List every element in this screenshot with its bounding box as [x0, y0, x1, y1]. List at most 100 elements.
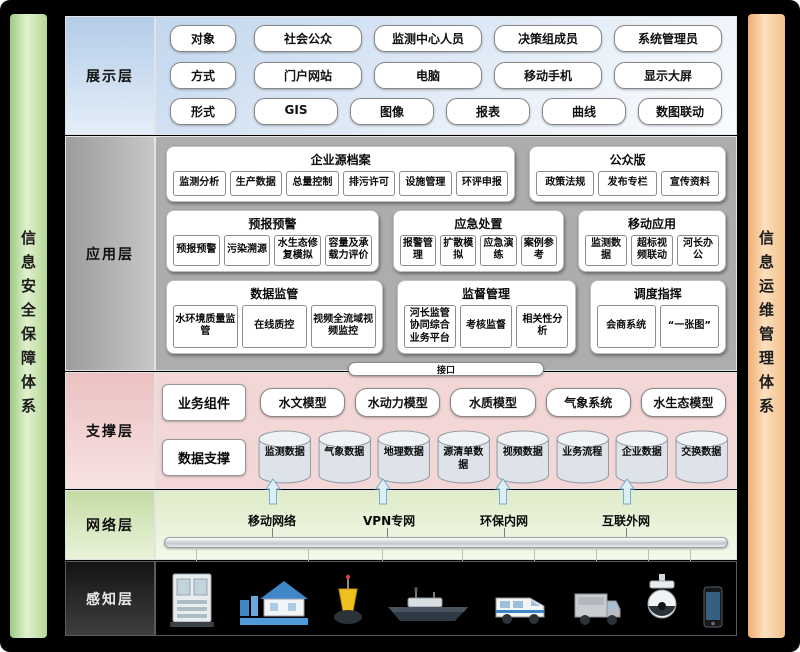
presentation-item: 曲线	[542, 98, 626, 125]
database-cylinder-icon	[316, 428, 374, 486]
database-cylinder-icon	[375, 428, 433, 486]
application-panel: 预报预警预报预警污染溯源水生态修复模拟容量及承载力评价	[166, 209, 379, 272]
database-cylinder-icon	[256, 428, 314, 486]
database-label: 业务流程	[562, 447, 603, 459]
network-tick	[626, 528, 627, 537]
up-arrow-icon	[495, 478, 511, 505]
application-item: 相关性分析	[516, 304, 569, 348]
database-cylinder: 交换数据	[673, 428, 731, 486]
layer-label-presentation: 展示层	[65, 16, 155, 135]
business-components-head: 业务组件	[162, 384, 246, 422]
network-tick	[504, 528, 505, 537]
panel-title: 数据监管	[250, 286, 299, 301]
presentation-content: 对象社会公众监测中心人员决策组成员系统管理员方式门户网站电脑移动手机显示大屏形式…	[155, 16, 737, 135]
panel-title: 预报预警	[248, 216, 297, 231]
data-support-head: 数据支撑	[162, 438, 246, 476]
unmanned-boat-image	[386, 586, 470, 628]
database-cylinder: 气象数据	[316, 428, 374, 486]
support-layer: 支撑层 业务组件 水文模型水动力模型水质模型气象系统水生态模型 数据支撑 监测数…	[65, 372, 737, 489]
database-cylinder-icon	[554, 428, 612, 486]
application-panel-row: 企业源档案监测分析生产数据总量控制排污许可设施管理环评申报公众版政策法规发布专栏…	[166, 146, 726, 202]
database-label: 视频数据	[502, 447, 543, 459]
panel-items: 监测分析生产数据总量控制排污许可设施管理环评申报	[173, 171, 509, 196]
presentation-item: 系统管理员	[614, 25, 722, 52]
row-head-pill: 形式	[170, 98, 236, 125]
layer-label-perception: 感知层	[65, 561, 155, 636]
application-panel: 公众版政策法规发布专栏宣传资料	[529, 146, 726, 202]
panel-items: 预报预警污染溯源水生态修复模拟容量及承载力评价	[173, 234, 372, 266]
application-item: 环评申报	[455, 171, 509, 196]
connector-line	[534, 547, 535, 561]
application-item: 超标视频联动	[630, 234, 673, 266]
up-arrow-icon	[619, 478, 635, 505]
connector-line	[596, 547, 597, 561]
business-component-pill: 水生态模型	[640, 388, 727, 418]
panel-title: 监督管理	[462, 286, 511, 301]
monitoring-van-image	[492, 586, 550, 628]
database-cylinder: 源清单数据	[435, 428, 493, 486]
monitoring-station-image	[168, 570, 216, 628]
presentation-item: 报表	[446, 98, 530, 125]
connector-line	[690, 547, 691, 561]
database-cylinder-icon	[673, 428, 731, 486]
presentation-item: 监测中心人员	[374, 25, 482, 52]
connector-line	[196, 547, 197, 561]
layer-label-support: 支撑层	[65, 372, 155, 489]
presentation-item: 移动手机	[494, 61, 602, 89]
database-cylinder-icon	[435, 428, 493, 486]
presentation-row: 方式门户网站电脑移动手机显示大屏	[170, 61, 722, 89]
database-cylinder: 企业数据	[613, 428, 671, 486]
network-label: 移动网络	[248, 514, 297, 528]
database-label: 源清单数据	[443, 447, 484, 471]
application-item: 污染溯源	[223, 234, 271, 266]
database-label: 地理数据	[383, 447, 424, 459]
application-item: “一张图”	[659, 304, 719, 348]
presentation-item: 社会公众	[254, 25, 362, 52]
application-item: 案例参考	[520, 234, 557, 266]
application-item: 排污许可	[342, 171, 396, 196]
network-label: VPN专网	[363, 514, 416, 528]
application-item: 水生态修复模拟	[274, 234, 322, 266]
presentation-item: 门户网站	[254, 61, 362, 89]
application-item: 考核监督	[459, 304, 513, 348]
application-panel: 企业源档案监测分析生产数据总量控制排污许可设施管理环评申报	[166, 146, 516, 202]
connector-line	[308, 547, 309, 561]
operations-system-bar: 信息运维管理体系	[748, 14, 785, 638]
connector-line	[382, 547, 383, 561]
application-item: 政策法规	[536, 171, 595, 196]
database-cylinder: 视频数据	[494, 428, 552, 486]
layer-label-application: 应用层	[65, 136, 155, 371]
perception-content	[155, 561, 737, 636]
mobile-phone-image	[702, 586, 724, 628]
interface-pill: 接口	[348, 362, 544, 376]
application-panel-row: 预报预警预报预警污染溯源水生态修复模拟容量及承载力评价应急处置报警管理扩散模拟应…	[166, 209, 727, 272]
application-layer: 应用层 企业源档案监测分析生产数据总量控制排污许可设施管理环评申报公众版政策法规…	[65, 136, 737, 371]
panel-items: 政策法规发布专栏宣传资料	[536, 171, 720, 196]
application-panel: 监督管理河长监管协同综合业务平台考核监督相关性分析	[396, 279, 576, 354]
business-component-pill: 水动力模型	[355, 388, 441, 418]
business-component-pill: 气象系统	[545, 388, 631, 418]
application-item: 在线质控	[241, 304, 307, 348]
application-item: 会商系统	[596, 304, 656, 348]
application-item: 设施管理	[399, 171, 452, 196]
business-component-pill: 水文模型	[260, 388, 346, 418]
panel-items: 河长监管协同综合业务平台考核监督相关性分析	[403, 304, 569, 348]
application-panel: 数据监管水环境质量监管在线质控视频全流域视频监控	[166, 279, 383, 354]
up-arrow-icon	[265, 478, 281, 505]
panel-title: 调度指挥	[633, 286, 682, 301]
network-label: 环保内网	[480, 514, 529, 528]
application-item: 预报预警	[173, 234, 220, 266]
presentation-item: GIS	[254, 98, 338, 125]
panel-title: 公众版	[609, 153, 646, 167]
application-item: 河长监管协同综合业务平台	[403, 304, 456, 348]
monitoring-truck-image	[572, 586, 622, 628]
application-item: 容量及承载力评价	[325, 234, 372, 266]
application-item: 监测数据	[584, 234, 627, 266]
application-panel-row: 数据监管水环境质量监管在线质控视频全流域视频监控监督管理河长监管协同综合业务平台…	[166, 279, 726, 354]
up-arrow-icon	[375, 478, 391, 505]
perception-layer: 感知层	[65, 561, 737, 636]
